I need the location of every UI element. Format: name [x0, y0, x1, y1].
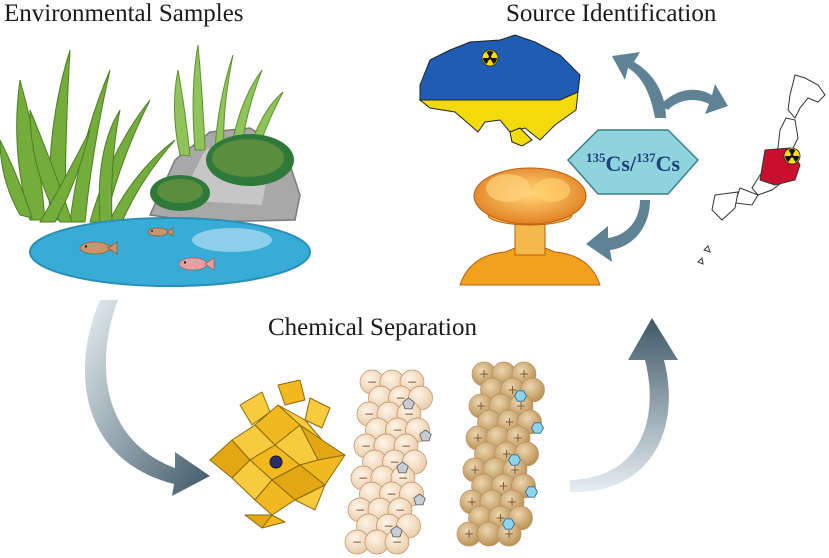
fish-icon — [147, 227, 174, 237]
charge-sign: + — [495, 511, 505, 525]
charge-sign: + — [473, 431, 483, 445]
charge-sign: + — [516, 399, 526, 413]
charge-sign: + — [507, 495, 517, 509]
charge-sign: + — [519, 367, 529, 381]
arrow-to-japan — [660, 84, 728, 114]
charge-sign: − — [389, 455, 399, 469]
cation-exchange-resin: −−−−−−−−−−−−−−−−− — [344, 369, 433, 555]
fish-icon — [178, 257, 215, 271]
ukraine-map — [418, 34, 581, 147]
charge-sign: − — [392, 423, 402, 437]
cesium-ratio-hexagon: 135Cs/137Cs — [566, 129, 700, 195]
charge-sign: + — [476, 399, 486, 413]
bound-ion — [508, 454, 521, 466]
charge-sign: − — [395, 503, 405, 517]
charge-sign: − — [401, 439, 411, 453]
bound-ion — [531, 422, 544, 434]
grass-right — [173, 44, 284, 157]
moss — [150, 134, 294, 211]
charge-sign: + — [498, 479, 508, 493]
charge-sign: + — [504, 527, 514, 541]
charge-sign: + — [507, 383, 517, 397]
charge-sign: + — [479, 367, 489, 381]
environmental-samples-illustration — [0, 44, 311, 287]
charge-sign: − — [392, 535, 402, 549]
cesium-ratio-text: 135Cs/137Cs — [586, 150, 680, 176]
chemical-separation-label: Chemical Separation — [268, 314, 477, 341]
charge-sign: − — [404, 407, 414, 421]
flow-arrow-to-separation — [84, 300, 210, 496]
pond — [29, 217, 311, 287]
mushroom-cloud-icon — [459, 167, 601, 286]
bound-ion — [525, 486, 538, 498]
arrow-to-ukraine — [612, 52, 666, 118]
charge-sign: + — [467, 495, 477, 509]
charge-sign: − — [367, 375, 377, 389]
japan-map — [697, 74, 826, 265]
charge-sign: − — [383, 519, 393, 533]
pond-reflection — [192, 228, 272, 252]
anion-exchange-resin: +++++++++++++++++ — [456, 361, 545, 547]
bound-ion — [514, 390, 527, 402]
bound-ion — [502, 518, 515, 530]
charge-sign: + — [510, 463, 520, 477]
environmental-samples-label: Environmental Samples — [4, 0, 244, 27]
charge-sign: − — [352, 535, 362, 549]
bound-ion — [396, 461, 409, 474]
charge-sign: − — [355, 503, 365, 517]
charge-sign: − — [361, 439, 371, 453]
charge-sign: − — [395, 391, 405, 405]
bound-ion — [413, 493, 426, 506]
charge-sign: − — [407, 375, 417, 389]
charge-sign: + — [501, 447, 511, 461]
flow-arrow-to-identification — [570, 318, 678, 493]
fish-icon — [79, 241, 118, 255]
charge-sign: + — [464, 527, 474, 541]
bound-ion — [390, 525, 403, 538]
polyoxometalate-cluster — [209, 379, 346, 529]
bound-ion — [419, 429, 432, 442]
charge-sign: + — [513, 431, 523, 445]
arrow-to-nuclear-test — [586, 200, 650, 262]
bound-ion — [402, 397, 415, 410]
charge-sign: − — [398, 471, 408, 485]
grass-left — [0, 49, 176, 223]
charge-sign: + — [470, 463, 480, 477]
source-identification-label: Source Identification — [506, 0, 717, 27]
charge-sign: − — [386, 487, 396, 501]
charge-sign: − — [358, 471, 368, 485]
charge-sign: + — [504, 415, 514, 429]
charge-sign: − — [364, 407, 374, 421]
